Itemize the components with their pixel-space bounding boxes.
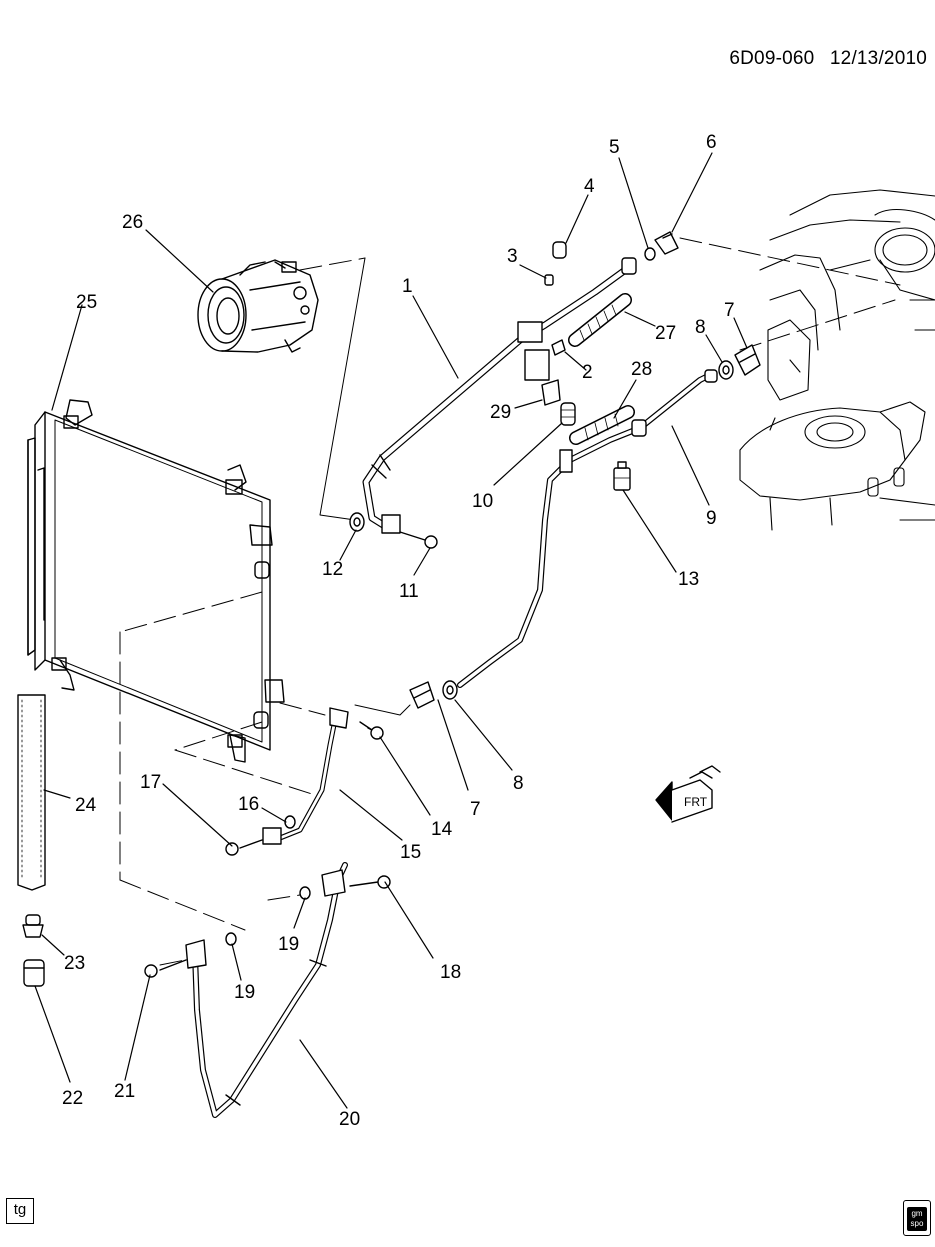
callout-3: 3 xyxy=(507,246,518,267)
callout-11: 11 xyxy=(399,581,419,602)
callout-14: 14 xyxy=(431,819,453,840)
callout-22: 22 xyxy=(62,1088,83,1109)
valve-core-3 xyxy=(544,274,554,286)
condenser xyxy=(27,399,285,763)
callout-7-lower: 7 xyxy=(470,799,481,820)
vehicle-body-structure xyxy=(739,189,935,531)
gm-spo-logo: gm spo xyxy=(903,1200,931,1236)
insulator-27 xyxy=(568,293,632,347)
callout-17: 17 xyxy=(140,772,161,793)
pressure-switch-13 xyxy=(613,461,631,491)
insulator-28 xyxy=(569,405,635,445)
callout-7-upper: 7 xyxy=(724,300,735,321)
callout-8-upper: 8 xyxy=(695,317,706,338)
callout-16: 16 xyxy=(238,794,259,815)
front-arrow-label: FRT xyxy=(684,795,708,809)
callout-6: 6 xyxy=(706,132,717,153)
bolt-17 xyxy=(225,839,263,856)
callout-10: 10 xyxy=(472,491,493,512)
clip-7-upper xyxy=(734,344,761,376)
drier-plug-23 xyxy=(22,914,44,938)
valve-cap-4 xyxy=(552,241,567,259)
diagram-code: 6D09-060 xyxy=(729,48,815,69)
valve-10 xyxy=(560,402,576,426)
receiver-drier xyxy=(17,694,46,891)
callout-numbers: 1 2 3 4 5 6 7 7 8 8 9 10 11 12 13 14 15 … xyxy=(62,132,735,1130)
seal-12 xyxy=(349,512,365,532)
callout-25: 25 xyxy=(76,292,97,313)
callout-12: 12 xyxy=(322,559,343,580)
sleeve-2 xyxy=(551,339,566,356)
diagram-header: 6D09-060 12/13/2010 xyxy=(719,48,927,70)
callout-15: 15 xyxy=(400,842,421,863)
bracket-29 xyxy=(541,379,561,406)
callout-8-lower: 8 xyxy=(513,773,524,794)
callout-13: 13 xyxy=(678,569,699,590)
callout-1: 1 xyxy=(402,276,413,297)
callout-2: 2 xyxy=(582,362,593,383)
bolt-11 xyxy=(399,531,438,549)
seal-19-left xyxy=(225,932,237,946)
callout-23: 23 xyxy=(64,953,85,974)
front-direction-arrow: FRT xyxy=(655,765,721,823)
callout-4: 4 xyxy=(584,176,595,197)
seal-8-upper xyxy=(718,360,734,380)
hose-assembly-1 xyxy=(362,257,637,534)
compressor xyxy=(197,259,319,353)
seal-5 xyxy=(644,247,656,261)
callout-19-right: 19 xyxy=(278,934,299,955)
seal-8-lower xyxy=(442,680,458,700)
callout-20: 20 xyxy=(339,1109,360,1130)
hose-9 xyxy=(457,369,718,688)
callout-18: 18 xyxy=(440,962,461,983)
hose-20 xyxy=(185,862,348,1118)
callout-29: 29 xyxy=(490,402,511,423)
bolt-14 xyxy=(367,726,384,740)
callout-19-left: 19 xyxy=(234,982,255,1003)
callout-9: 9 xyxy=(706,508,717,529)
clip-6 xyxy=(654,231,679,255)
callout-28: 28 xyxy=(631,359,652,380)
clip-7-lower xyxy=(409,681,435,709)
bolt-21 xyxy=(144,959,187,978)
callout-24: 24 xyxy=(75,795,97,816)
tag-label-box: tg xyxy=(6,1198,34,1224)
seal-19-right xyxy=(299,886,311,900)
solid-reference-lines xyxy=(319,257,411,716)
callout-leaders xyxy=(34,152,748,1109)
reference-leader-lines xyxy=(119,237,901,966)
callout-26: 26 xyxy=(122,212,143,233)
diagram-date: 12/13/2010 xyxy=(829,48,927,69)
hose-15 xyxy=(262,707,349,845)
bolt-18 xyxy=(349,875,391,889)
callout-21: 21 xyxy=(114,1081,135,1102)
callout-27: 27 xyxy=(655,323,676,344)
gm-spo-logo-text: gm spo xyxy=(907,1207,927,1231)
callout-5: 5 xyxy=(609,137,620,158)
drier-desiccant-22 xyxy=(23,959,45,987)
